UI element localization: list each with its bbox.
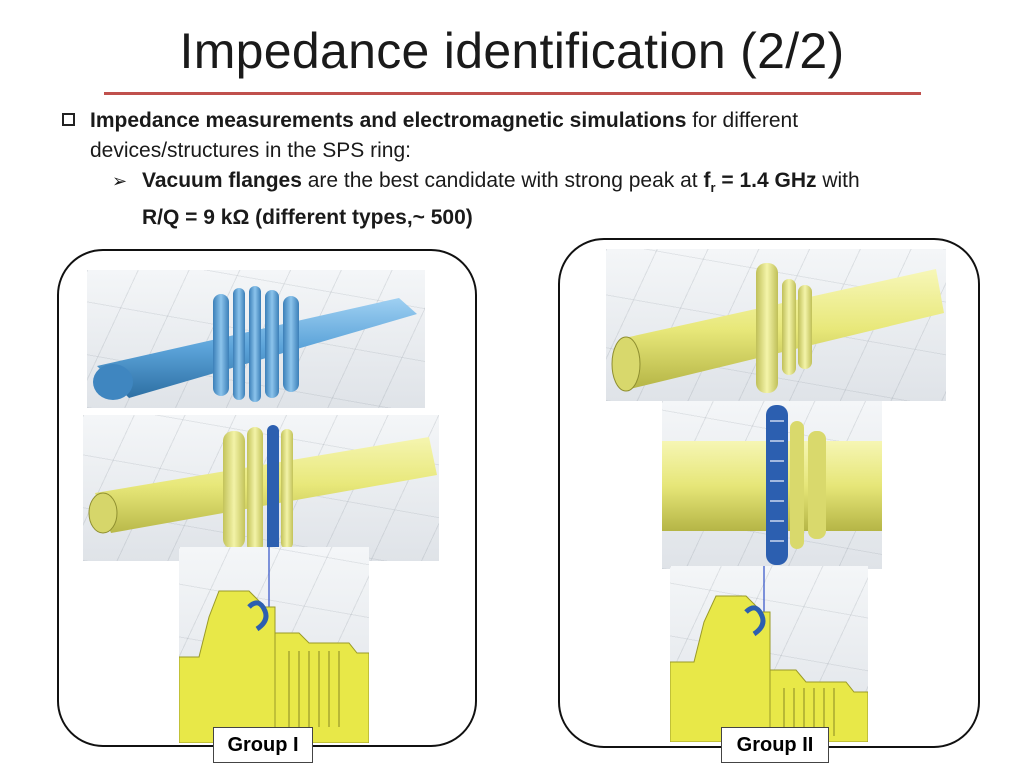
main-bullet: Impedance measurements and electromagnet… xyxy=(62,106,942,166)
group-2-cross-section-render xyxy=(670,566,868,742)
rq-value: R/Q = 9 kΩ (different types,~ 500) xyxy=(142,206,473,230)
group-1-blue-flange-render xyxy=(87,270,425,408)
sub-bullet-text: are the best candidate with strong peak … xyxy=(301,169,704,192)
sub-bullet-with: with xyxy=(816,169,860,192)
sub-bullet-bold: Vacuum flanges xyxy=(142,169,302,192)
main-bullet-text: for different devices/structures in the … xyxy=(90,109,799,162)
group-2-yellow-flange-render xyxy=(606,249,946,401)
checkbox-bullet-icon xyxy=(62,113,75,126)
main-bullet-bold: Impedance measurements and electromagnet… xyxy=(90,109,687,132)
group-2-label: Group II xyxy=(721,727,829,763)
group-2-rf-finger-render xyxy=(662,401,882,569)
freq-symbol: fr = 1.4 GHz xyxy=(703,169,817,196)
sub-bullet: ➢ Vacuum flanges are the best candidate … xyxy=(112,166,942,233)
title-underline xyxy=(104,92,921,95)
arrow-bullet-icon: ➢ xyxy=(112,171,128,191)
group-1-label: Group I xyxy=(213,727,313,763)
group-1-cross-section-render xyxy=(179,547,369,743)
slide-title: Impedance identification (2/2) xyxy=(179,23,845,79)
group-1-yellow-flange-render xyxy=(83,415,439,561)
